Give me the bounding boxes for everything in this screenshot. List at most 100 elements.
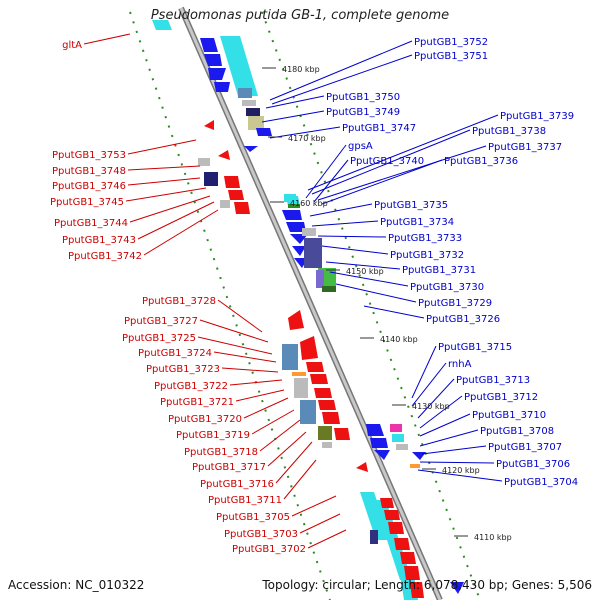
gene-label-right[interactable]: PputGB1_3708 xyxy=(480,426,554,437)
red-gene xyxy=(318,400,336,410)
grey-gene xyxy=(242,100,256,106)
leader-line-right xyxy=(271,54,413,105)
gene-label-right[interactable]: PputGB1_3729 xyxy=(418,298,492,309)
leader-line-left xyxy=(259,419,301,452)
kbp-label: 4180 kbp xyxy=(282,65,320,74)
gene-label-right[interactable]: PputGB1_3735 xyxy=(374,200,448,211)
gene-label-left[interactable]: PputGB1_3718 xyxy=(184,447,258,458)
gene-label-right[interactable]: PputGB1_3739 xyxy=(500,111,574,122)
gene-label-left[interactable]: PputGB1_3727 xyxy=(124,316,198,327)
leader-line-right xyxy=(363,305,425,319)
leader-line-left xyxy=(199,319,269,343)
red-gene xyxy=(218,150,230,160)
red-gene xyxy=(322,412,340,424)
gene-label-right[interactable]: PputGB1_3707 xyxy=(488,442,562,453)
kbp-label: 4150 kbp xyxy=(346,267,384,276)
leader-line-left xyxy=(213,351,277,363)
grey-gene xyxy=(294,378,308,398)
gene-label-left[interactable]: PputGB1_3721 xyxy=(160,397,234,408)
gene-label-right[interactable]: PputGB1_3715 xyxy=(438,342,512,353)
gene-label-right[interactable]: PputGB1_3736 xyxy=(444,156,518,167)
steel-gene xyxy=(282,344,298,370)
gene-label-left[interactable]: PputGB1_3746 xyxy=(52,181,126,192)
gene-label-right[interactable]: PputGB1_3731 xyxy=(402,265,476,276)
gene-label-left[interactable]: PputGB1_3728 xyxy=(142,296,216,307)
olive-gene xyxy=(248,116,264,130)
gene-label-right[interactable]: PputGB1_3713 xyxy=(456,375,530,386)
kbp-label: 4130 kbp xyxy=(412,402,450,411)
blue-gene xyxy=(450,582,464,594)
red-gene xyxy=(300,336,318,360)
leader-line-right xyxy=(321,245,389,255)
grey-gene xyxy=(220,200,230,208)
gene-label-right[interactable]: PputGB1_3751 xyxy=(414,51,488,62)
cyan-small-gene xyxy=(392,434,404,442)
leader-line-right xyxy=(311,129,471,195)
gene-label-left[interactable]: PputGB1_3719 xyxy=(176,430,250,441)
gene-label-left[interactable]: PputGB1_3748 xyxy=(52,166,126,177)
blue-gene xyxy=(286,222,306,232)
blue-gene xyxy=(374,450,390,460)
gene-label-left[interactable]: PputGB1_3742 xyxy=(68,251,142,262)
leader-line-right xyxy=(417,378,455,419)
gene-label-left[interactable]: PputGB1_3745 xyxy=(50,197,124,208)
gene-label-right[interactable]: PputGB1_3710 xyxy=(472,410,546,421)
gene-label-left[interactable]: PputGB1_3716 xyxy=(200,479,274,490)
gene-label-right[interactable]: PputGB1_3706 xyxy=(496,459,570,470)
grey-gene xyxy=(302,228,316,236)
gene-label-right[interactable]: PputGB1_3737 xyxy=(488,142,562,153)
gene-label-right[interactable]: rnhA xyxy=(448,359,472,370)
gene-label-left[interactable]: PputGB1_3720 xyxy=(168,414,242,425)
violet-gene xyxy=(316,270,324,288)
leader-line-left xyxy=(299,513,341,534)
gene-label-right[interactable]: PputGB1_3749 xyxy=(326,107,400,118)
red-gene xyxy=(384,510,400,520)
gene-label-left[interactable]: PputGB1_3717 xyxy=(192,462,266,473)
gene-label-left[interactable]: PputGB1_3711 xyxy=(208,495,282,506)
kbp-label: 4160 kbp xyxy=(290,199,328,208)
gene-label-right[interactable]: PputGB1_3750 xyxy=(326,92,400,103)
gene-label-left[interactable]: PputGB1_3705 xyxy=(216,512,290,523)
genome-backbone xyxy=(178,6,443,602)
gene-label-left[interactable]: PputGB1_3725 xyxy=(122,333,196,344)
leader-line-right xyxy=(419,413,471,437)
orange-gene xyxy=(292,372,306,376)
gene-label-left[interactable]: PputGB1_3744 xyxy=(54,218,128,229)
red-features xyxy=(198,120,424,598)
leader-line-right xyxy=(313,159,349,203)
gene-label-right[interactable]: PputGB1_3733 xyxy=(388,233,462,244)
gene-label-right[interactable]: PputGB1_3726 xyxy=(426,314,500,325)
gene-label-left[interactable]: PputGB1_3743 xyxy=(62,235,136,246)
leader-line-right xyxy=(311,220,379,227)
gene-label-left[interactable]: PputGB1_3722 xyxy=(154,381,228,392)
leader-line-left xyxy=(235,389,285,402)
gene-label-right[interactable]: PputGB1_3704 xyxy=(504,477,578,488)
gene-label-right[interactable]: PputGB1_3740 xyxy=(350,156,424,167)
dark-green-gene xyxy=(322,286,336,292)
gene-label-left[interactable]: PputGB1_3702 xyxy=(232,544,306,555)
gene-label-right[interactable]: PputGB1_3738 xyxy=(472,126,546,137)
gene-label-left[interactable]: PputGB1_3753 xyxy=(52,150,126,161)
gene-label-right[interactable]: PputGB1_3747 xyxy=(342,123,416,134)
leader-line-left xyxy=(307,529,347,549)
grey-gene xyxy=(322,442,332,448)
blue-gene xyxy=(370,438,388,448)
gene-label-right[interactable]: PputGB1_3752 xyxy=(414,37,488,48)
gene-label-right[interactable]: PputGB1_3730 xyxy=(410,282,484,293)
gene-label-left[interactable]: gltA xyxy=(62,40,82,51)
gene-label-right[interactable]: PputGB1_3712 xyxy=(464,392,538,403)
gene-label-right[interactable]: PputGB1_3732 xyxy=(390,250,464,261)
right-gene-labels: PputGB1_3752PputGB1_3751PputGB1_3750Pput… xyxy=(326,37,578,488)
gene-label-left[interactable]: PputGB1_3724 xyxy=(138,348,212,359)
gene-label-left[interactable]: PputGB1_3723 xyxy=(146,364,220,375)
leader-line-right xyxy=(307,114,499,191)
olive-gene xyxy=(318,426,332,440)
leader-line-right xyxy=(317,235,387,238)
gene-label-left[interactable]: PputGB1_3703 xyxy=(224,529,298,540)
left-gene-labels: gltA PputGB1_3753PputGB1_3748PputGB1_3746… xyxy=(50,40,306,555)
cyan-feature-upper xyxy=(220,36,258,96)
gene-label-right[interactable]: PputGB1_3734 xyxy=(380,217,454,228)
gene-label-right[interactable]: gpsA xyxy=(348,141,373,152)
cyan-feature-top xyxy=(152,20,172,30)
